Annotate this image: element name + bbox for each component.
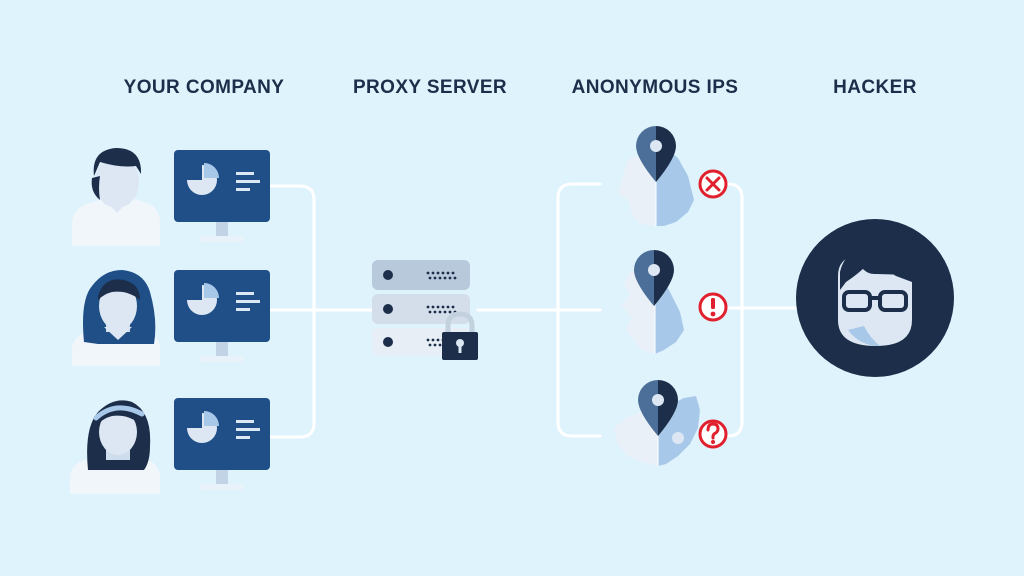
employee-female-headband-avatar [70,400,160,494]
connector-status-bracket [726,182,744,438]
padlock-icon [442,311,478,360]
map-pin-icon [636,126,676,182]
monitor-2 [174,270,270,362]
hacker-avatar [796,219,954,377]
monitor-1 [174,150,270,242]
map-pin-icon [634,250,674,306]
x-circle-icon [698,169,728,199]
heading-proxy-server: PROXY SERVER [352,77,508,98]
heading-your-company: YOUR COMPANY [123,77,285,98]
monitor-3 [174,398,270,490]
server-stack-icon [372,260,470,356]
connector-lines [268,182,802,439]
employee-male-avatar [72,148,160,246]
heading-hacker: HACKER [833,77,917,98]
employee-female-longhair-avatar [72,270,160,366]
heading-anonymous-ips: ANONYMOUS IPS [571,77,739,98]
map-pin-icon [638,380,678,436]
question-circle-icon [698,419,728,449]
connector-maps-bracket [556,182,602,438]
exclamation-circle-icon [698,292,728,322]
